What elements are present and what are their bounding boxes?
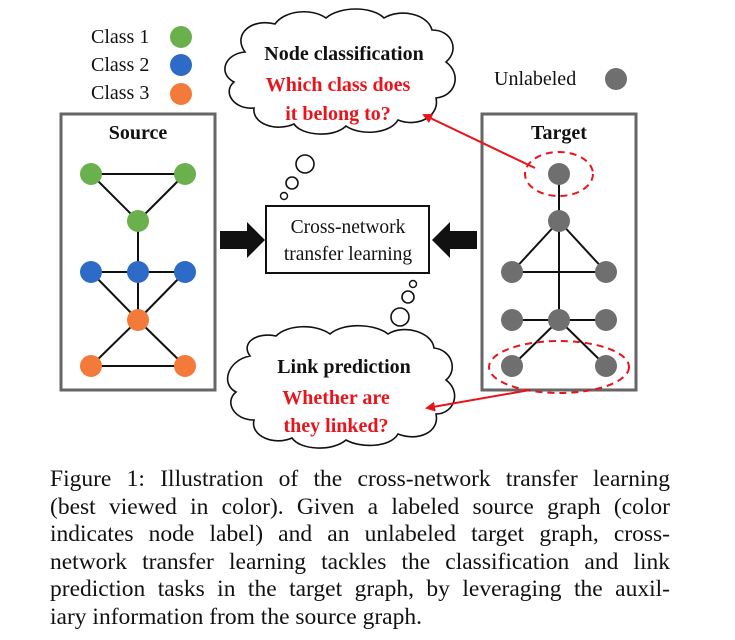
source-node [80,355,102,377]
thought-bubble [279,191,289,201]
center-block: Cross-network transfer learning [220,205,477,274]
source-node [80,261,102,283]
node-classification-title: Node classification [264,43,423,65]
source-node [174,261,196,283]
thought-bubble [401,290,415,304]
target-node [501,309,523,331]
target-edges [511,174,607,367]
transfer-box-line-1: Cross-network [291,217,406,238]
legend-dot-class-1 [170,26,192,48]
transfer-learning-box [265,205,430,274]
caption-line: indicates node label) and an unlabeled t… [50,521,670,547]
transfer-box-line-2: transfer learning [284,244,413,265]
target-node [595,261,617,283]
target-box [480,112,638,392]
caption-line: prediction tasks in the target graph, by… [50,576,670,602]
thought-bubble [390,307,410,327]
link-prediction-question-1: Whether are [282,387,390,409]
caption-line: iary information from the source graph. [50,603,422,630]
node-classification-cloud: Node classification Which class does it … [224,8,536,201]
legend-label-class-1: Class 1 [91,26,149,48]
target-node [548,210,570,232]
target-node [501,261,523,283]
source-node [174,355,196,377]
legend-label-class-3: Class 3 [91,82,149,104]
arrow-target-to-center-icon [432,222,477,258]
caption-line: Figure 1: Illustration of the cross-netw… [50,466,670,492]
source-title: Source [109,122,168,144]
node-classification-question-2: it belong to? [285,103,391,125]
target-node [548,309,570,331]
source-node [127,210,149,232]
cloud-shape [226,324,456,449]
figure-caption: Figure 1: Illustration of the cross-netw… [50,466,670,631]
source-node [80,163,102,185]
legend-dot-unlabeled [605,68,627,90]
legend-label-class-2: Class 2 [91,54,149,76]
thought-bubble [295,154,315,174]
link-prediction-cloud: Link prediction Whether are they linked? [226,279,531,449]
target-node [595,309,617,331]
link-prediction-question-2: they linked? [283,415,388,437]
legend-label-unlabeled: Unlabeled [494,68,576,90]
figure-diagram: Class 1 Class 2 Class 3 Unlabeled Source [59,8,638,449]
arrow-to-link-question [425,389,531,412]
source-graph-panel: Source [59,112,217,392]
target-graph-panel: Target [480,112,638,394]
legend-dot-class-3 [170,83,192,105]
cloud-shape [224,8,456,135]
highlight-node-ellipse [524,151,594,197]
highlight-link-ellipse [488,340,630,394]
arrow-source-to-center-icon [220,222,265,258]
caption-line: (best viewed in color). Given a labeled … [50,493,670,520]
node-classification-question-1: Which class does [266,74,411,96]
target-node [501,355,523,377]
target-node [548,163,570,185]
thought-bubble [408,279,418,289]
legend-dot-class-2 [170,54,192,76]
caption-line: network transfer learning tackles the cl… [50,548,670,575]
source-node [174,163,196,185]
source-node [127,261,149,283]
link-prediction-title: Link prediction [277,356,411,378]
source-box [59,112,217,392]
thought-bubble [285,176,299,190]
target-node [595,355,617,377]
legend: Class 1 Class 2 Class 3 Unlabeled [91,26,627,105]
arrow-to-node-question [422,113,536,169]
target-title: Target [531,122,587,144]
source-node [127,309,149,331]
